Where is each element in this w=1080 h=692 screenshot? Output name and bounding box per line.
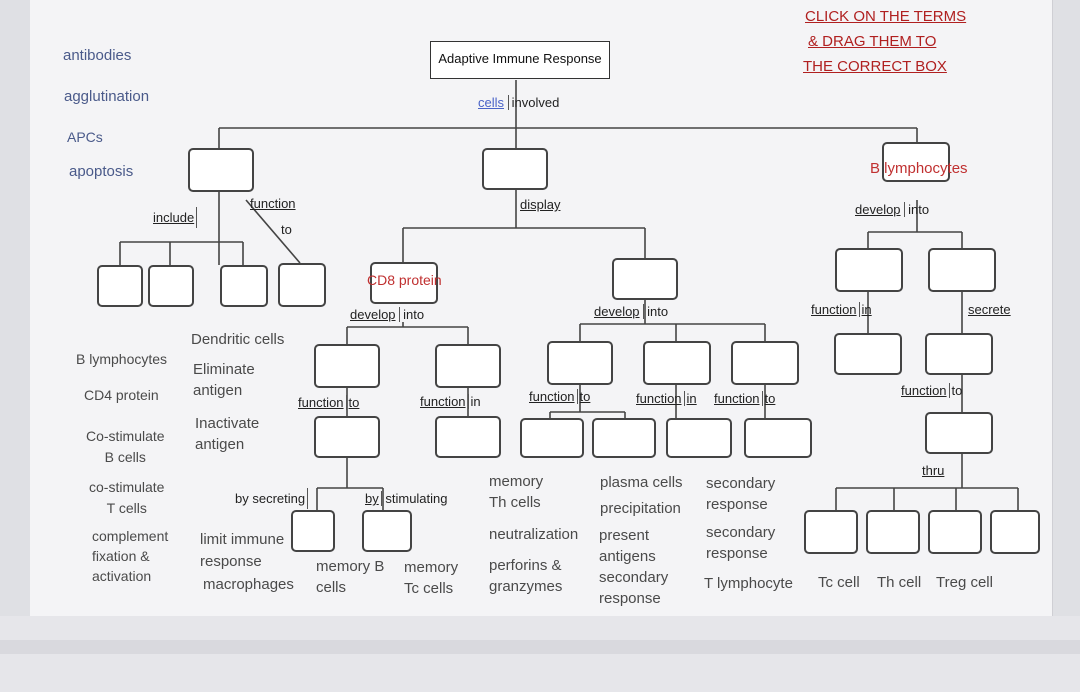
drop-box-mid-1a[interactable]	[520, 418, 584, 458]
term-b-lymphocytes[interactable]: B lymphocytes	[76, 351, 168, 367]
term-tc-cell[interactable]: Tc cell	[818, 574, 860, 591]
term-macrophages[interactable]: macrophages	[203, 576, 294, 593]
page-bottom-margin	[0, 616, 1080, 692]
filled-b-lymphocytes[interactable]: B lymphocytes	[870, 160, 968, 177]
term-dendritic-cells[interactable]: Dendritic cells	[191, 331, 285, 348]
term-apcs[interactable]: APCs	[67, 129, 103, 145]
title-box: Adaptive Immune Response	[430, 41, 610, 79]
term-th-cell[interactable]: Th cell	[877, 574, 922, 591]
term-precipitation[interactable]: precipitation	[600, 500, 681, 517]
drop-box-include-1[interactable]	[97, 265, 143, 307]
term-neutralization[interactable]: neutralization	[489, 526, 579, 543]
drop-box-b-lymphocytes[interactable]	[882, 142, 950, 182]
link-include: include	[153, 207, 198, 228]
drop-box-cd8-protein[interactable]	[370, 262, 438, 304]
drop-box-b-function-to[interactable]	[925, 412, 993, 454]
term-cd4-protein[interactable]: CD4 protein	[84, 387, 159, 403]
drop-box-mid-1b[interactable]	[592, 418, 656, 458]
term-treg-cell[interactable]: Treg cell	[936, 574, 993, 591]
drop-box-b-function[interactable]	[834, 333, 902, 375]
drop-box-mid-develop[interactable]	[612, 258, 678, 300]
term-perforins-granzymes[interactable]: perforins &granzymes	[489, 557, 563, 595]
drop-box-include-3[interactable]	[220, 265, 268, 307]
link-secrete: secrete	[968, 302, 1011, 317]
link-cells-involved: cells involved	[478, 95, 560, 110]
drop-box-thru-4[interactable]	[990, 510, 1040, 554]
drop-box-cd8-a[interactable]	[314, 344, 380, 388]
instruction-line-2: & DRAG THEM TO	[808, 33, 937, 50]
link-develop-into-mid: develop into	[594, 304, 669, 319]
drop-box-b-develop-1[interactable]	[835, 248, 903, 292]
drop-box-function-to[interactable]	[278, 263, 326, 307]
instruction-line-1: CLICK ON THE TERMS	[805, 8, 967, 25]
drop-box-cd8-a2[interactable]	[314, 416, 380, 458]
drop-box-mid-2a[interactable]	[666, 418, 732, 458]
drop-box-thru-1[interactable]	[804, 510, 858, 554]
drop-box-mid-2[interactable]	[643, 341, 711, 385]
drop-box-b-develop-2[interactable]	[928, 248, 996, 292]
link-thru: thru	[922, 463, 945, 478]
link-to-top: to	[281, 222, 292, 237]
drop-box-secreting[interactable]	[291, 510, 335, 552]
link-develop-into-b: develop into	[855, 202, 930, 217]
link-function-top: function	[250, 196, 296, 211]
link-develop-into-cd8: develop into	[350, 307, 425, 322]
link-display: display	[520, 197, 561, 212]
drop-box-mid-3a[interactable]	[744, 418, 812, 458]
drop-box-b-secrete[interactable]	[925, 333, 993, 375]
term-agglutination[interactable]: agglutination	[64, 88, 150, 105]
link-by-stimulating: by stimulating	[365, 491, 448, 506]
drop-box-thru-2[interactable]	[866, 510, 920, 554]
drop-box-cd8-b[interactable]	[435, 344, 501, 388]
term-apoptosis[interactable]: apoptosis	[69, 163, 134, 180]
term-antibodies[interactable]: antibodies	[63, 47, 132, 64]
drop-box-cd8-b2[interactable]	[435, 416, 501, 458]
link-by-secreting: by secreting	[235, 488, 309, 509]
drop-box-stimulating[interactable]	[362, 510, 412, 552]
drop-box-cells-display[interactable]	[482, 148, 548, 190]
drop-box-apcs[interactable]	[188, 148, 254, 192]
term-plasma-cells[interactable]: plasma cells	[600, 474, 683, 491]
term-t-lymphocyte[interactable]: T lymphocyte	[704, 575, 793, 592]
drop-box-include-2[interactable]	[148, 265, 194, 307]
drop-box-thru-3[interactable]	[928, 510, 982, 554]
instruction-line-3: THE CORRECT BOX	[803, 58, 947, 75]
filled-cd8-protein[interactable]: CD8 protein	[367, 272, 442, 288]
drop-box-mid-3[interactable]	[731, 341, 799, 385]
drop-box-mid-1[interactable]	[547, 341, 613, 385]
